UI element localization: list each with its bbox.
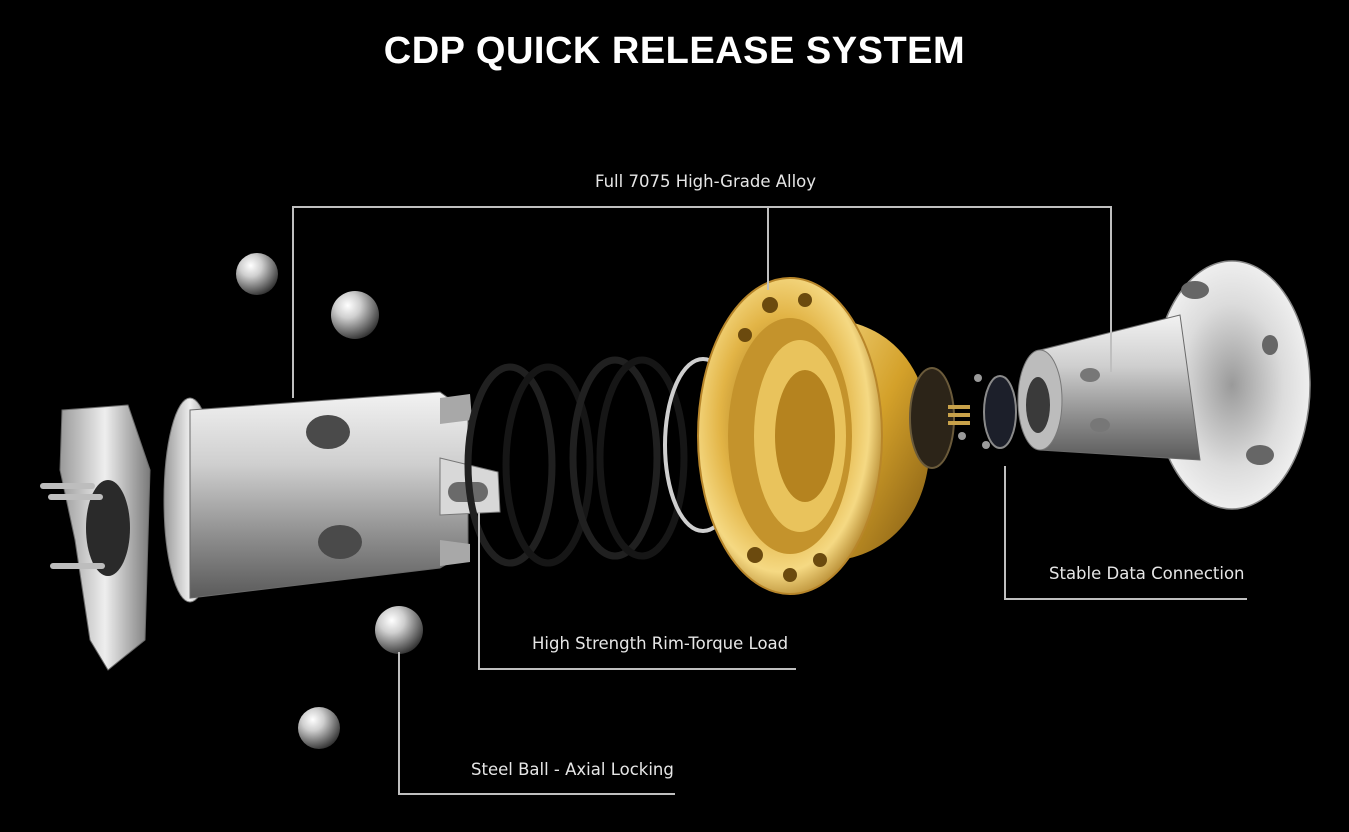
- steel-ball-2: [331, 291, 379, 339]
- leader-torque: [478, 512, 796, 670]
- left-shaft-assembly: [40, 391, 501, 671]
- leader-data-connection: [1004, 466, 1247, 600]
- callout-steel-ball: Steel Ball - Axial Locking: [471, 760, 674, 779]
- leader-lines: [292, 206, 1247, 795]
- data-connector-pcb: [909, 367, 1017, 469]
- coil-spring: [464, 356, 688, 567]
- leader-steel-ball: [398, 652, 675, 795]
- leader-alloy: [292, 206, 1112, 398]
- gold-hub: [697, 277, 930, 595]
- callout-data-connection: Stable Data Connection: [1049, 564, 1245, 583]
- steel-ball-3: [375, 606, 423, 654]
- right-flange-hub: [1017, 260, 1311, 510]
- callout-torque: High Strength Rim-Torque Load: [532, 634, 789, 653]
- page-title: CDP QUICK RELEASE SYSTEM: [383, 30, 966, 72]
- steel-ball-4: [298, 707, 340, 749]
- callout-alloy: Full 7075 High-Grade Alloy: [595, 172, 817, 191]
- steel-ball-1: [236, 253, 278, 295]
